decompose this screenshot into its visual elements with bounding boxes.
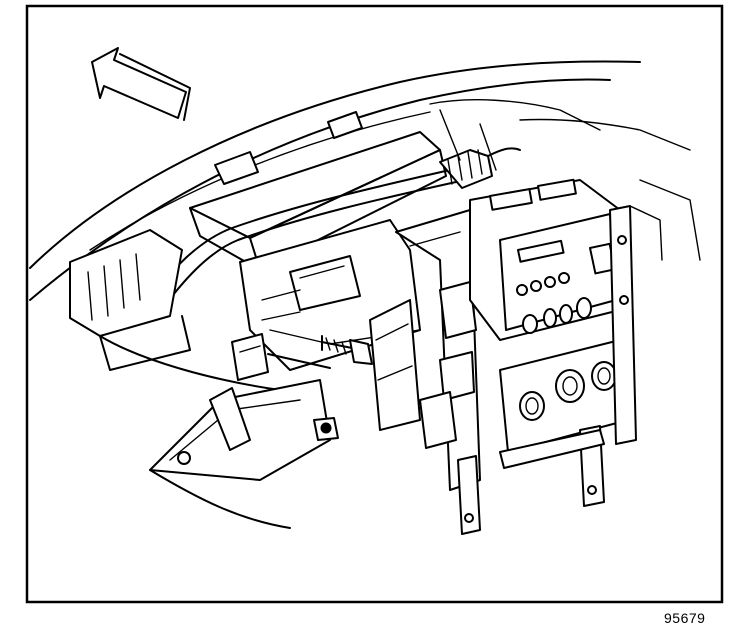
defroster-duct <box>189 111 447 271</box>
lower-fastener <box>177 451 191 465</box>
radio-button-icon <box>516 284 528 296</box>
front-direction-arrow-icon <box>91 47 191 121</box>
left-mount-bracket <box>231 333 331 381</box>
radio-mounting-bracket <box>369 209 481 491</box>
hvac-control-head <box>499 339 629 453</box>
radio-receiver <box>469 178 621 341</box>
left-air-duct <box>69 229 281 391</box>
radio-knob-icon <box>522 314 538 334</box>
figure-number: 95679 <box>664 610 706 626</box>
mounting-bolt <box>321 335 373 365</box>
radio-display <box>517 239 565 263</box>
mounting-legs <box>457 425 605 535</box>
lower-bolt <box>313 417 339 441</box>
dashboard-ribs <box>439 109 701 261</box>
lower-support-bracket <box>149 379 331 529</box>
figure-frame <box>25 4 724 604</box>
right-side-bracket <box>609 205 663 445</box>
mode-control-knob-icon <box>591 361 617 391</box>
fan-control-knob-icon <box>519 391 545 421</box>
temp-control-knob-icon <box>555 369 585 403</box>
